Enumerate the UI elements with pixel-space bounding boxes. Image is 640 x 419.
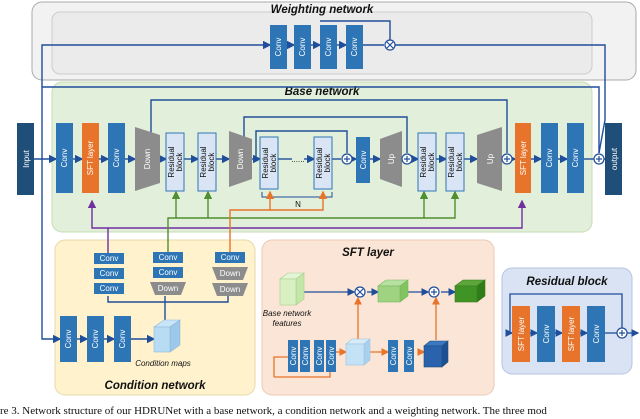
repeat-label: N <box>295 200 301 209</box>
repeat-bracket <box>261 192 333 198</box>
cond-col3-down1: Down <box>220 269 240 278</box>
condition-network-blocks: Conv Conv Conv Conv Conv Down Conv Down … <box>60 252 248 368</box>
base-res-2-line2: block <box>207 152 216 172</box>
figure-caption: re 3. Network structure of our HDRUNet w… <box>0 405 547 417</box>
base-up-1-label: Up <box>387 153 396 164</box>
residual-block-detail: SFT layer Conv SFT layer Conv <box>512 306 605 362</box>
sft-layer-title: SFT layer <box>342 247 394 259</box>
res-sft-1-label: SFT layer <box>517 316 526 351</box>
res-sft-2-label: SFT layer <box>567 316 576 351</box>
cond-bottom-conv2: Conv <box>91 330 100 349</box>
input-block: Input <box>17 123 34 195</box>
base-res-5-line1: Residual <box>419 146 428 177</box>
base-conv-4-label: Conv <box>545 149 554 168</box>
weighting-network-title: Weighting network <box>271 4 374 16</box>
residual-block-title: Residual block <box>526 276 608 288</box>
base-res-4-line2: block <box>323 153 332 173</box>
weighting-conv-3-label: Conv <box>324 38 333 57</box>
base-res-1-line1: Residual <box>167 146 176 177</box>
base-res-3-line1: Residual <box>261 147 270 178</box>
base-features-line2: features <box>273 319 302 328</box>
base-conv-3-label: Conv <box>359 151 368 170</box>
base-conv-2-label: Conv <box>112 149 121 168</box>
base-conv-5-label: Conv <box>571 149 580 168</box>
condition-network-region: Condition network <box>54 239 256 396</box>
multiply-circle-icon <box>354 39 396 298</box>
sft-conv-a1: Conv <box>289 347 298 366</box>
cond-bottom-conv1: Conv <box>64 330 73 349</box>
condition-maps-cube <box>153 319 181 353</box>
base-features-line1: Base network <box>263 309 312 318</box>
base-network-title: Base network <box>285 86 360 98</box>
cond-col2-conv2: Conv <box>159 268 178 277</box>
cond-bottom-conv3: Conv <box>118 330 127 349</box>
sft-layer-detail: Base network features Conv Conv Conv Con… <box>263 272 486 372</box>
plus-circle-icon <box>341 153 628 339</box>
base-res-1-line2: block <box>175 152 184 172</box>
cond-col2-down: Down <box>158 284 178 293</box>
base-res-3-line2: block <box>269 153 278 173</box>
sft-conv-c1: Conv <box>389 347 398 366</box>
main-flow <box>34 20 606 344</box>
sft-conv-b1: Conv <box>315 347 324 366</box>
cond-col1-conv2: Conv <box>100 269 119 278</box>
residual-internal-lines <box>505 293 640 337</box>
base-res-4-line1: Residual <box>315 147 324 178</box>
res-conv-1-label: Conv <box>542 325 551 344</box>
base-res-5-line2: block <box>427 152 436 172</box>
base-res-2-line1: Residual <box>199 146 208 177</box>
sft-conv-c2: Conv <box>405 347 414 366</box>
base-res-6-line2: block <box>455 152 464 172</box>
base-up-2-label: Up <box>486 153 495 164</box>
weighting-conv-4-label: Conv <box>350 38 359 57</box>
weighting-conv-1-label: Conv <box>274 38 283 57</box>
cond-col1-conv1: Conv <box>100 254 119 263</box>
cond-col2-conv1: Conv <box>159 253 178 262</box>
base-sft-1-label: SFT layer <box>86 140 95 175</box>
output-block: output <box>605 123 622 195</box>
cond-col3-conv1: Conv <box>221 253 240 262</box>
base-conv-1-label: Conv <box>60 149 69 168</box>
base-down-1-label: Down <box>143 149 152 169</box>
sft-conv-a2: Conv <box>301 347 310 366</box>
cond-col3-down2: Down <box>220 285 240 294</box>
condition-feedback <box>87 190 527 253</box>
dots-label: ...... <box>291 155 304 164</box>
weighting-conv-2-label: Conv <box>298 38 307 57</box>
base-sft-2-label: SFT layer <box>519 140 528 175</box>
weighting-conv-blocks: Conv Conv Conv Conv <box>270 25 363 69</box>
input-label: Input <box>22 149 31 168</box>
output-label: output <box>610 147 619 170</box>
sft-conv-b2: Conv <box>327 347 336 366</box>
base-down-2-label: Down <box>236 149 245 169</box>
res-conv-2-label: Conv <box>592 325 601 344</box>
condition-maps-label: Condition maps <box>135 359 191 368</box>
cond-col1-conv3: Conv <box>100 284 119 293</box>
base-res-6-line1: Residual <box>447 146 456 177</box>
condition-network-title: Condition network <box>105 380 207 392</box>
base-network-blocks: Conv SFT layer Conv Down Residual block … <box>56 123 584 193</box>
